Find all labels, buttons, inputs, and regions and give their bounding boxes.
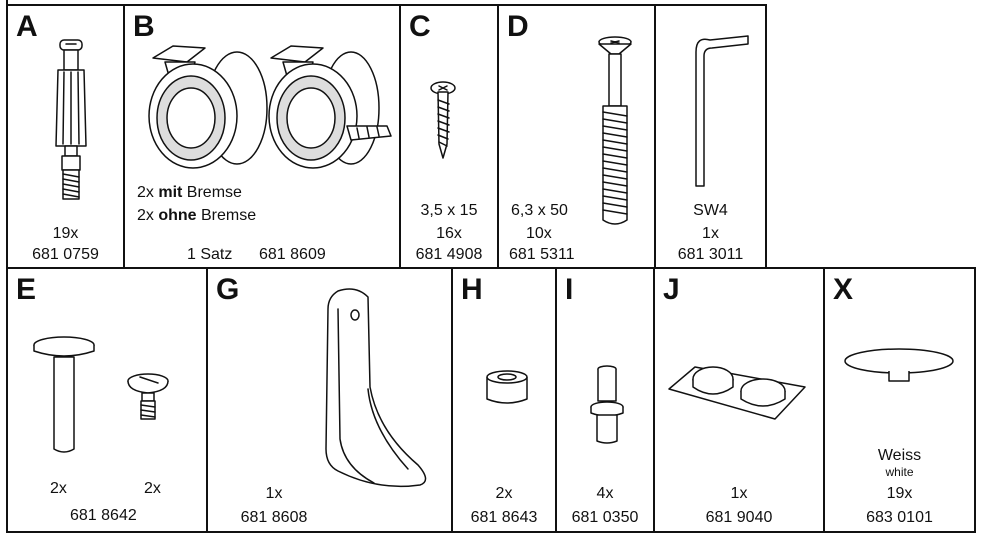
brake-line-with: 2x mit Bremse — [137, 184, 242, 202]
felt-pads-illustration — [668, 366, 806, 420]
part-letter: G — [216, 273, 240, 306]
part-color-en: white — [885, 465, 914, 479]
part-code: 681 8608 — [240, 509, 308, 526]
connector-screw-illustration — [598, 36, 632, 225]
brake-line-without-bold: ohne — [158, 207, 197, 224]
cam-bolt-illustration — [55, 39, 87, 200]
part-qty: 2x — [495, 485, 513, 502]
part-cell-c: C 3,5 x 15 16x 681 4908 — [399, 4, 499, 269]
part-letter: A — [16, 10, 38, 43]
brake-line-with-suffix: Bremse — [182, 184, 242, 201]
part-code: 681 0350 — [571, 509, 639, 526]
part-letter: D — [507, 10, 529, 43]
castor-wheels-illustration — [148, 45, 392, 169]
part-set: 1 Satz — [187, 246, 233, 263]
part-code: 681 8643 — [470, 509, 538, 526]
part-cell-b: B 2x mit Bremse 2x ohne Bremse 1 Satz 68… — [123, 4, 401, 269]
part-cell-i: I 4x 681 0350 — [555, 267, 655, 533]
part-qty: 4x — [596, 485, 614, 502]
part-qty: 19x — [52, 225, 79, 242]
part-cell-d: D 6,3 x 50 10x 681 5311 — [497, 4, 656, 269]
part-code: 681 5311 — [509, 246, 575, 263]
part-letter: E — [16, 273, 37, 306]
part-letter: B — [133, 10, 155, 43]
part-code: 681 8642 — [70, 507, 137, 524]
brake-line-without-suffix: Bremse — [196, 207, 257, 224]
part-qty: 10x — [526, 225, 552, 242]
part-cell-e: E 2x 2x 681 8642 — [6, 267, 208, 533]
part-cell-h: H 2x 681 8643 — [451, 267, 557, 533]
part-cell-g: G 1x 681 8608 — [206, 267, 453, 533]
part-code: 681 0759 — [32, 246, 99, 263]
part-size: 6,3 x 50 — [511, 202, 568, 219]
part-size: 3,5 x 15 — [420, 202, 478, 219]
part-qty-right: 2x — [144, 480, 161, 497]
part-color: Weiss — [877, 447, 922, 464]
part-qty: 19x — [886, 485, 913, 502]
part-qty: 1x — [730, 485, 748, 502]
part-cell-allen-key: SW4 1x 681 3011 — [654, 4, 767, 269]
part-letter: X — [833, 273, 854, 306]
part-letter: I — [565, 273, 574, 306]
part-size: SW4 — [693, 202, 728, 219]
part-qty: 1x — [702, 225, 719, 242]
bolts-illustration — [33, 336, 169, 453]
brake-line-with-prefix: 2x — [137, 184, 159, 201]
part-qty: 16x — [436, 225, 462, 242]
part-code: 681 4908 — [415, 246, 483, 263]
part-letter: H — [461, 273, 483, 306]
part-code: 681 8609 — [259, 246, 326, 263]
leather-handle-illustration — [325, 288, 427, 488]
part-letter: C — [409, 10, 431, 43]
cover-cap-illustration — [844, 348, 954, 382]
part-code: 681 3011 — [677, 246, 744, 263]
shelf-pin-illustration — [590, 365, 624, 444]
part-cell-a: A 19x 681 0759 — [6, 4, 125, 269]
part-code: 681 9040 — [705, 509, 773, 526]
part-cell-j: J 1x 681 9040 — [653, 267, 825, 533]
spacer-ring-illustration — [486, 370, 528, 404]
brake-line-without-prefix: 2x — [137, 207, 159, 224]
part-qty-left: 2x — [50, 480, 67, 497]
top-rule-left — [6, 0, 8, 4]
part-cell-x: X Weiss white 19x 683 0101 — [823, 267, 976, 533]
part-qty: 1x — [265, 485, 283, 502]
allen-key-illustration — [695, 35, 749, 187]
brake-line-without: 2x ohne Bremse — [137, 207, 256, 225]
part-letter: J — [663, 273, 680, 306]
wood-screw-illustration — [430, 81, 456, 159]
brake-line-with-bold: mit — [158, 184, 183, 201]
part-code: 683 0101 — [866, 509, 933, 526]
